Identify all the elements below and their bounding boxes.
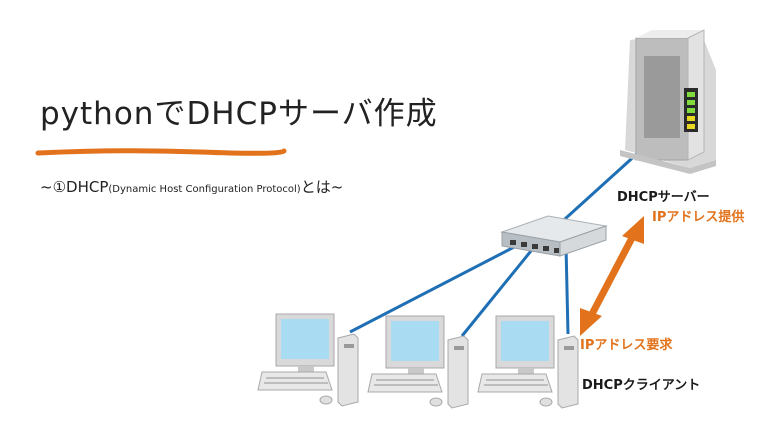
- client-pc-icon: [477, 315, 579, 409]
- link-switch-pc3: [564, 245, 570, 335]
- subtitle-prefix: ~①DHCP: [40, 178, 109, 196]
- switch-icon: [500, 215, 608, 257]
- subtitle-suffix: とは~: [300, 178, 344, 196]
- client-pc-icon: [367, 315, 469, 409]
- ip-request-label: IPアドレス要求: [580, 338, 673, 353]
- server-label: DHCPサーバー: [617, 190, 710, 205]
- title-underline: [35, 148, 287, 156]
- subtitle: ~①DHCP(Dynamic Host Configuration Protoc…: [40, 176, 343, 197]
- client-pc-icon: [257, 313, 359, 407]
- double-arrow-icon: [580, 216, 644, 336]
- clients-label: DHCPクライアント: [582, 378, 701, 393]
- link-switch-pc2: [460, 245, 537, 337]
- server-icon: [620, 29, 716, 174]
- page-title: pythonでDHCPサーバ作成: [40, 96, 438, 132]
- subtitle-detail: (Dynamic Host Configuration Protocol): [108, 184, 301, 195]
- ip-offer-label: IPアドレス提供: [652, 210, 745, 225]
- link-switch-pc1: [349, 242, 521, 334]
